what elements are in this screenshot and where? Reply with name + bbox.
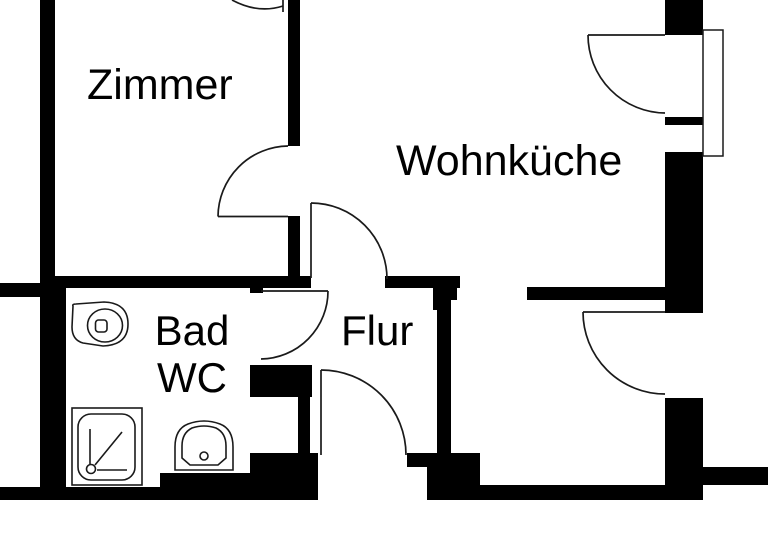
- wall-bad-lower-chunk: [250, 365, 312, 397]
- wall-bad-door-jamb: [250, 276, 263, 293]
- toilet-flush: [94, 319, 108, 333]
- room-label-wohnkueche: Wohnküche: [396, 137, 623, 185]
- toilet-icon: [71, 301, 129, 347]
- room-label-flur: Flur: [341, 307, 414, 354]
- shower-drain: [85, 463, 97, 475]
- wall-zimmer-right-upper: [288, 0, 300, 146]
- door-right-lower: [582, 311, 666, 395]
- wall-right-middle: [665, 152, 703, 313]
- door-entrance: [320, 369, 407, 456]
- door-swing-icon: [231, 0, 284, 10]
- door-wohnkueche: [310, 202, 388, 280]
- sink-drain: [199, 451, 209, 461]
- wall-left-stub: [0, 283, 40, 297]
- walls: [0, 0, 768, 500]
- door-bad: [260, 290, 329, 360]
- wall-flur-top-right: [385, 276, 460, 288]
- wall-left-lower: [40, 276, 66, 500]
- wall-flur-right: [437, 287, 451, 453]
- wall-bottom-step: [160, 473, 250, 500]
- wall-zimmer-right-lower: [288, 216, 300, 288]
- wall-right-between-door-window: [665, 117, 703, 125]
- door-swing-icon: [310, 202, 388, 280]
- wall-right-top: [665, 0, 703, 35]
- door-swing-icon: [217, 145, 289, 217]
- sink-basin: [181, 425, 227, 466]
- wall-bottom-right: [477, 485, 666, 500]
- wall-entrance-right-jamb: [407, 453, 480, 467]
- room-label-bad-line2: WC: [157, 354, 227, 401]
- wall-zimmer-bad-horizontal: [40, 276, 311, 288]
- wall-entrance-left-jamb: [250, 453, 318, 500]
- door-zimmer-right: [217, 145, 289, 218]
- room-label-bad-wc: Bad WC: [148, 307, 236, 401]
- door-swing-icon: [260, 290, 329, 360]
- door-swing-icon: [320, 369, 407, 456]
- wall-bad-lower-thin: [298, 397, 310, 453]
- window-icon: [702, 29, 724, 157]
- room-label-zimmer: Zimmer: [87, 61, 233, 109]
- door-swing-icon: [587, 34, 666, 114]
- door-balcony-top-right: [587, 34, 666, 114]
- wall-bottom-center-chunk: [427, 467, 480, 500]
- wall-right-stub: [702, 467, 768, 485]
- door-swing-icon: [582, 311, 666, 395]
- door-zimmer-top: [231, 0, 284, 12]
- doors: [217, 0, 666, 456]
- wall-bottom-left: [0, 487, 170, 500]
- room-label-bad-line1: Bad: [154, 307, 230, 354]
- shower-tray-inner: [77, 413, 136, 481]
- wall-right-lower-chunk: [665, 398, 703, 500]
- wall-wohnkueche-bottom: [527, 287, 667, 300]
- sink-icon: [174, 420, 234, 471]
- wall-left-upper: [40, 0, 55, 280]
- shower-line-diagonal: [94, 431, 123, 466]
- shower-icon: [71, 407, 143, 486]
